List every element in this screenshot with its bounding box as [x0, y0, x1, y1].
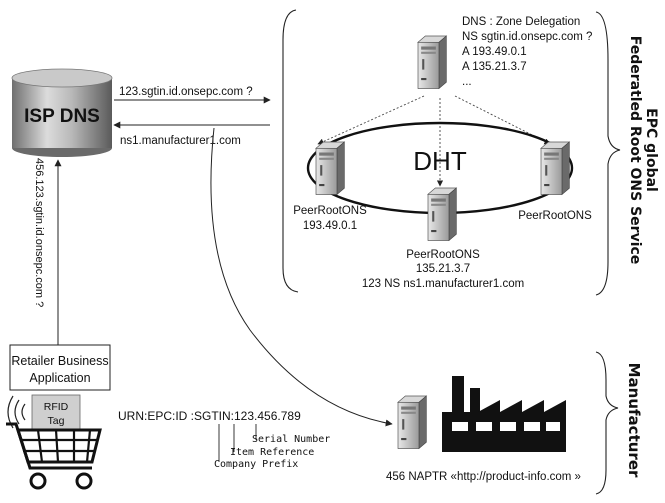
peer-server-left: [315, 141, 345, 196]
delegation-line-left: [317, 95, 425, 145]
peer-left-name: PeerRootONS: [293, 205, 367, 217]
factory-icon: [442, 376, 566, 452]
peer-center-record: 123 NS ns1.manufacturer1.com: [362, 278, 524, 290]
company-prefix-label: Company Prefix: [214, 459, 298, 470]
retailer-app-line1: Retailer Business: [11, 354, 108, 368]
retailer-app-box: [9, 344, 111, 391]
retailer-app-line2: Application: [29, 371, 90, 385]
manufacturer-server: [397, 395, 427, 450]
naptr-record: 456 NAPTR «http://product-info.com »: [386, 471, 581, 483]
dht-label: DHT: [413, 146, 467, 176]
zone-line-5: ...: [462, 76, 472, 88]
peer-right-name: PeerRootONS: [518, 210, 592, 222]
zone-line-2: NS sgtin.id.onsepc.com ?: [462, 31, 592, 43]
rfid-tag: RFID Tag: [31, 394, 81, 430]
root-title-line2: Federatled Root ONS Service: [627, 36, 643, 265]
isp-dns-database: ISP DNS: [11, 68, 113, 157]
zone-server: [417, 35, 447, 90]
isp-dns-label: ISP DNS: [24, 106, 100, 127]
rfid-line1: RFID: [44, 401, 69, 413]
zone-line-4: A 135.21.3.7: [462, 61, 527, 73]
peer-server-center: [427, 187, 457, 242]
peer-center-name: PeerRootONS: [406, 249, 480, 261]
root-brace: [595, 11, 621, 296]
reply-label: ns1.manufacturer1.com: [120, 135, 241, 147]
serial-number-label: Serial Number: [252, 434, 330, 445]
zone-line-1: DNS : Zone Delegation: [462, 16, 580, 28]
top-query-label: 123.sgtin.id.onsepc.com ?: [119, 86, 253, 98]
manufacturer-title: Manufacturer: [625, 363, 643, 478]
peer-center-ip: 135.21.3.7: [416, 263, 470, 275]
manufacturer-brace: [595, 351, 619, 495]
root-title-line1: EPC global: [643, 108, 659, 192]
shopping-cart-icon: [6, 422, 102, 490]
peer-server-right: [540, 141, 570, 196]
item-reference-label: Item Reference: [230, 447, 314, 458]
rfid-line2: Tag: [48, 415, 65, 427]
root-bracket: [282, 9, 299, 293]
zone-line-3: A 193.49.0.1: [462, 46, 527, 58]
manufacturer-query-curve: [210, 127, 393, 427]
peer-left-ip: 193.49.0.1: [303, 220, 357, 232]
epc-urn: URN:EPC:ID :SGTIN:123.456.789: [118, 409, 301, 423]
vertical-query-label: 456.123.sgtin.id.onsepc.com ?: [33, 158, 45, 307]
